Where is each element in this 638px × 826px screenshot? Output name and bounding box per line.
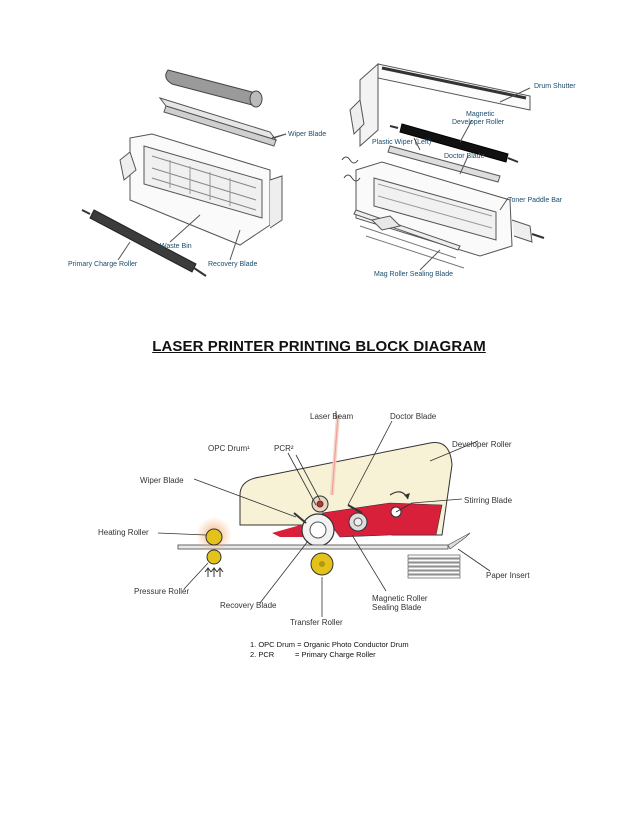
- label-pressure-roller: Pressure Roller: [134, 587, 189, 596]
- label-doctor-blade: Doctor Blade: [444, 153, 485, 160]
- label-heating-roller: Heating Roller: [98, 528, 149, 537]
- left-exploded-view: [81, 69, 287, 277]
- label-laser-beam: Laser Beam: [310, 412, 353, 421]
- heating-roller: [196, 517, 232, 553]
- label-toner-paddle-bar: Toner Paddle Bar: [508, 197, 563, 204]
- label-wiper-blade: Wiper Blade: [140, 476, 184, 485]
- right-exploded-view: [341, 62, 545, 271]
- leader-lines: [157, 411, 491, 617]
- magnetic-developer-roller-part: [389, 123, 519, 163]
- label-magnetic-developer-roller-line2: Developer Roller: [452, 119, 505, 126]
- waste-bin-part: [119, 133, 283, 246]
- wiper-blade-part: [158, 97, 287, 147]
- stirring-blade-part: [389, 491, 413, 518]
- printing-block-diagram: Laser Beam Doctor Blade OPC Drum¹ PCR² D…: [98, 411, 530, 659]
- footnote-pcr: 2. PCR = Primary Charge Roller: [250, 650, 376, 659]
- primary-charge-roller: [311, 495, 329, 513]
- label-recovery-blade: Recovery Blade: [208, 261, 258, 268]
- label-transfer-roller: Transfer Roller: [290, 618, 343, 627]
- paper-stack: [407, 554, 461, 579]
- mag-roller-sealing-blade-part: [341, 156, 465, 269]
- label-paper-insert: Paper Insert: [486, 571, 530, 580]
- label-magnetic-roller-sealing-blade-line1: Magnetic Roller: [372, 594, 428, 603]
- label-magnetic-developer-roller-line1: Magnetic: [466, 111, 495, 118]
- label-stirring-blade: Stirring Blade: [464, 496, 513, 505]
- diagram-heading: LASER PRINTER PRINTING BLOCK DIAGRAM: [152, 338, 486, 355]
- pressure-roller: [204, 549, 224, 577]
- opc-drum: [301, 513, 335, 547]
- label-doctor-blade: Doctor Blade: [390, 412, 437, 421]
- paper-path: [177, 532, 471, 550]
- label-primary-charge-roller: Primary Charge Roller: [68, 261, 138, 268]
- label-drum-shutter: Drum Shutter: [534, 83, 576, 90]
- label-developer-roller: Developer Roller: [452, 440, 512, 449]
- label-plastic-wiper: Plastic Wiper (Left): [372, 139, 431, 146]
- label-recovery-blade: Recovery Blade: [220, 601, 277, 610]
- transfer-roller: [310, 552, 334, 576]
- label-waste-bin: Waste Bin: [160, 243, 192, 250]
- drum-shutter-part: [349, 62, 531, 148]
- primary-charge-roller-part: [81, 209, 207, 277]
- developer-roller-part: [347, 504, 368, 532]
- label-wiper-blade: Wiper Blade: [288, 131, 326, 138]
- developer-housing-part: [355, 161, 545, 257]
- label-pcr: PCR²: [274, 444, 294, 453]
- wiper-blade: [293, 512, 307, 524]
- label-magnetic-roller-sealing-blade-line2: Sealing Blade: [372, 603, 422, 612]
- label-opc-drum: OPC Drum¹: [208, 444, 250, 453]
- opc-drum-part: [165, 69, 263, 108]
- footnote-opc-drum: 1. OPC Drum = Organic Photo Conductor Dr…: [250, 640, 409, 649]
- cartridge-exploded-views: Wiper Blade Waste Bin Primary Charge Rol…: [68, 62, 576, 278]
- label-mag-roller-sealing-blade: Mag Roller Sealing Blade: [374, 271, 453, 278]
